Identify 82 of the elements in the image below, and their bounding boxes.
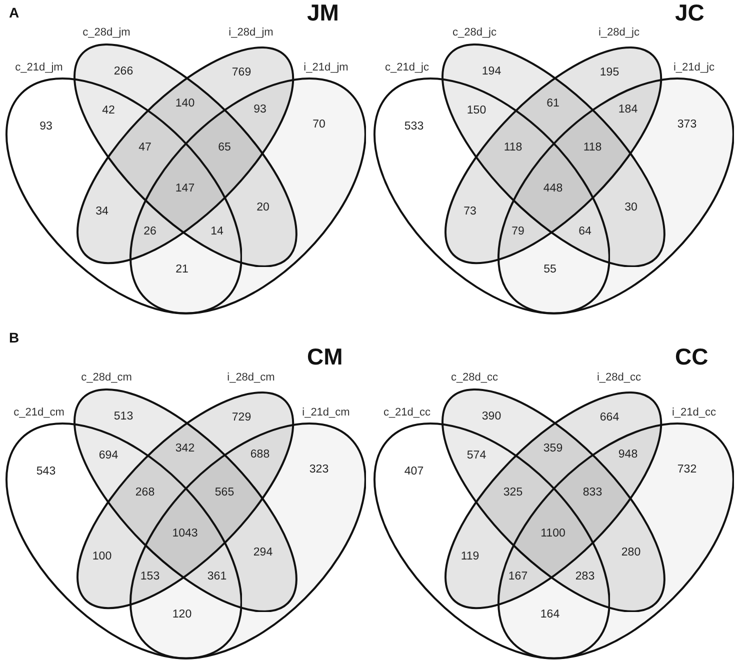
set-label: c_21d_jm	[15, 62, 63, 74]
set-label: i_21d_cc	[672, 406, 716, 420]
region-count: 574	[466, 448, 486, 462]
set-label: c_28d_jm	[82, 26, 130, 40]
region-count: 93	[254, 103, 266, 117]
region-count: 268	[135, 486, 155, 500]
region-count: 325	[503, 486, 523, 500]
region-count: 266	[114, 64, 134, 78]
set-label: i_21d_cm	[302, 406, 350, 420]
region-count: 1100	[540, 527, 566, 541]
region-count: 79	[512, 225, 524, 239]
region-count: 118	[504, 141, 522, 155]
region-count: 100	[92, 550, 112, 564]
set-label: c_21d_jc	[384, 62, 429, 74]
region-count: 42	[102, 104, 115, 118]
region-count: 14	[210, 225, 224, 239]
region-count: 150	[466, 104, 486, 118]
region-count: 283	[575, 570, 595, 584]
panel-letter: A	[9, 5, 20, 21]
region-count: 167	[508, 570, 528, 584]
region-count: 280	[621, 546, 641, 560]
region-count: 732	[677, 463, 697, 477]
set-label: c_21d_cc	[383, 406, 431, 420]
region-count: 948	[618, 448, 638, 462]
set-label: i_28d_jm	[228, 26, 274, 40]
region-count: 147	[175, 182, 195, 196]
region-count: 73	[464, 204, 476, 218]
region-count: 26	[144, 225, 156, 239]
region-count: 55	[544, 262, 556, 276]
set-label: c_21d_cm	[14, 406, 64, 420]
set-label: i_28d_cm	[227, 372, 275, 384]
region-count: 119	[460, 550, 480, 564]
region-count: 833	[582, 486, 602, 500]
set-label: i_21d_jm	[304, 62, 348, 74]
region-count: 140	[175, 96, 195, 110]
region-count: 323	[309, 463, 329, 477]
set-label: c_28d_cc	[450, 372, 498, 384]
region-count: 688	[250, 448, 270, 462]
region-count: 361	[207, 570, 227, 584]
region-count: 664	[600, 411, 620, 425]
region-count: 70	[312, 118, 326, 132]
region-count: 61	[546, 96, 560, 110]
region-count: 164	[540, 608, 560, 622]
region-count: 694	[98, 448, 118, 462]
region-count: 120	[172, 608, 192, 622]
region-count: 294	[253, 546, 273, 560]
region-count: 565	[214, 486, 234, 500]
region-count: 194	[482, 64, 502, 78]
panel-title: CC	[675, 344, 708, 370]
region-count: 448	[543, 182, 563, 196]
region-count: 359	[543, 442, 563, 456]
region-count: 729	[232, 411, 252, 425]
region-count: 513	[114, 410, 134, 424]
region-count: 184	[618, 103, 638, 117]
region-count: 47	[138, 141, 152, 155]
region-count: 533	[404, 120, 424, 134]
set-label: i_28d_cc	[596, 372, 641, 384]
region-count: 65	[218, 140, 231, 154]
panel-letter: B	[9, 330, 20, 346]
region-count: 390	[482, 410, 502, 424]
region-count: 20	[256, 200, 270, 214]
region-count: 1043	[172, 527, 198, 541]
panel-title: JM	[307, 0, 339, 26]
region-count: 373	[677, 118, 697, 132]
region-count: 342	[175, 442, 195, 456]
region-count: 769	[232, 66, 252, 80]
region-count: 543	[36, 465, 56, 479]
set-label: c_28d_jc	[452, 26, 496, 40]
region-count: 21	[176, 262, 188, 276]
panel-title: CM	[307, 344, 343, 370]
set-label: i_28d_jc	[598, 26, 640, 40]
region-count: 93	[40, 120, 52, 134]
region-count: 118	[583, 140, 602, 154]
panel-title: JC	[675, 0, 704, 26]
region-count: 64	[578, 225, 592, 239]
region-count: 30	[624, 200, 638, 214]
region-count: 195	[600, 66, 620, 80]
region-count: 407	[404, 465, 424, 479]
region-count: 153	[140, 570, 160, 584]
set-label: c_28d_cm	[81, 372, 132, 384]
set-label: i_21d_jc	[674, 62, 714, 74]
region-count: 34	[96, 204, 108, 218]
